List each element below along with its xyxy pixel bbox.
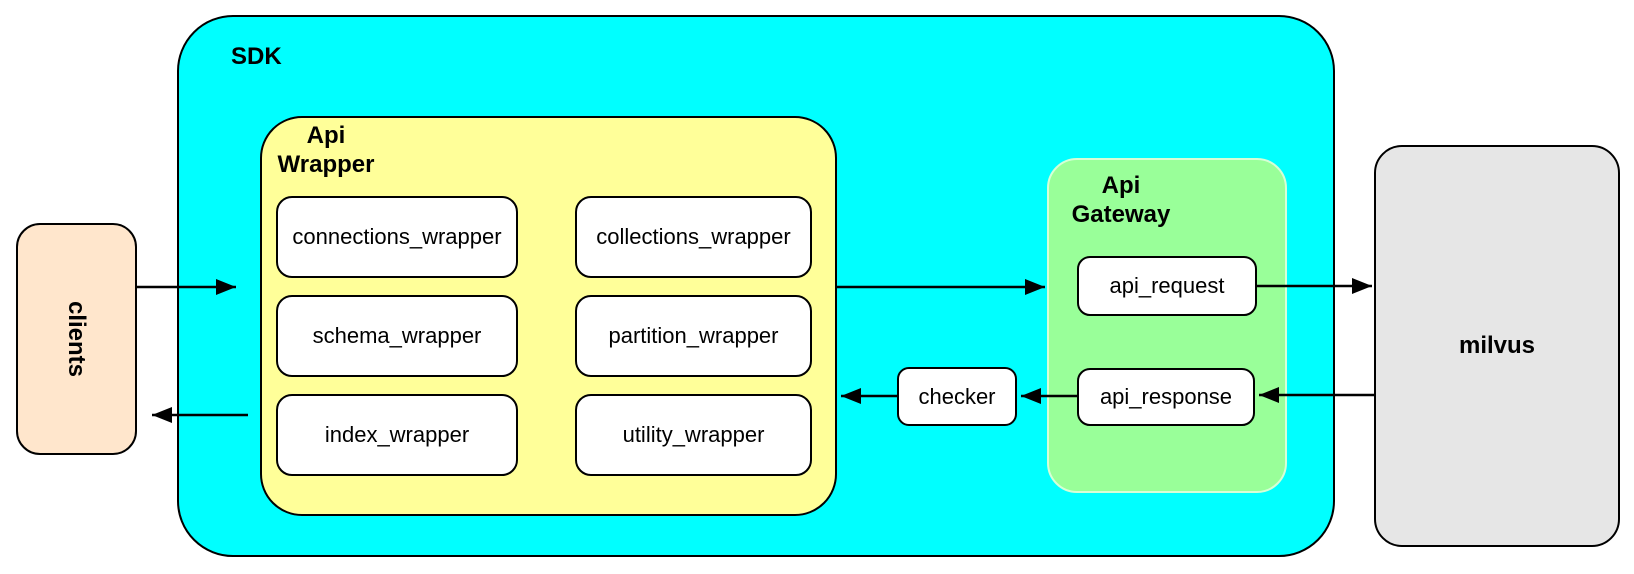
clients-label: clients: [63, 300, 91, 378]
clients-node: clients: [16, 223, 137, 455]
partition-wrapper-node: partition_wrapper: [575, 295, 812, 377]
api-request-node: api_request: [1077, 256, 1257, 316]
milvus-node: milvus: [1374, 145, 1620, 547]
api-gateway-label-line1: Api: [1101, 172, 1141, 199]
collections-wrapper-node: collections_wrapper: [575, 196, 812, 278]
api-response-node: api_response: [1077, 368, 1255, 426]
sdk-label: SDK: [231, 43, 282, 70]
api-wrapper-label-line1: Api: [306, 122, 346, 149]
api-gateway-label: Api Gateway: [1069, 172, 1173, 230]
index-wrapper-node: index_wrapper: [276, 394, 518, 476]
api-wrapper-label-line2: Wrapper: [277, 150, 375, 178]
api-gateway-label-line2: Gateway: [1071, 200, 1171, 228]
api-wrapper-label: Api Wrapper: [270, 122, 382, 180]
utility-wrapper-node: utility_wrapper: [575, 394, 812, 476]
schema-wrapper-node: schema_wrapper: [276, 295, 518, 377]
connections-wrapper-node: connections_wrapper: [276, 196, 518, 278]
api-gateway-container: Api Gateway: [1047, 158, 1287, 493]
checker-node: checker: [897, 367, 1017, 426]
